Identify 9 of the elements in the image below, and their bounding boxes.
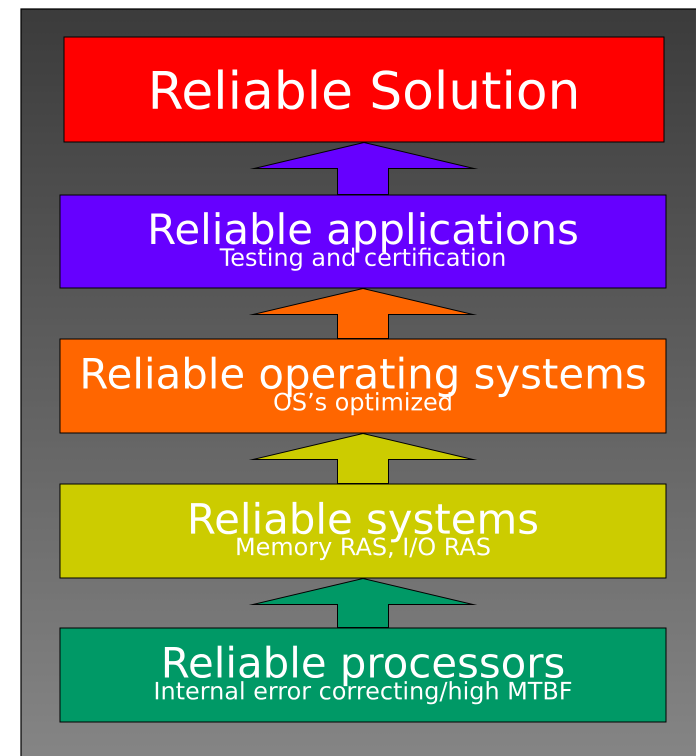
block-arrow bbox=[248, 288, 478, 339]
process-box: Reliable operating systems OS’s optimized bbox=[60, 338, 666, 434]
process-box: Reliable applications Testing and certification bbox=[60, 194, 666, 288]
block-arrow bbox=[248, 578, 478, 628]
block-arrow bbox=[250, 142, 478, 195]
process-box: Reliable Solution bbox=[64, 36, 664, 142]
block-arrow bbox=[248, 432, 478, 484]
process-box: Reliable processors Internal error correcting/high MTBF bbox=[60, 628, 666, 722]
process-box: Reliable systems Memory RAS, I/O RAS bbox=[60, 484, 666, 578]
